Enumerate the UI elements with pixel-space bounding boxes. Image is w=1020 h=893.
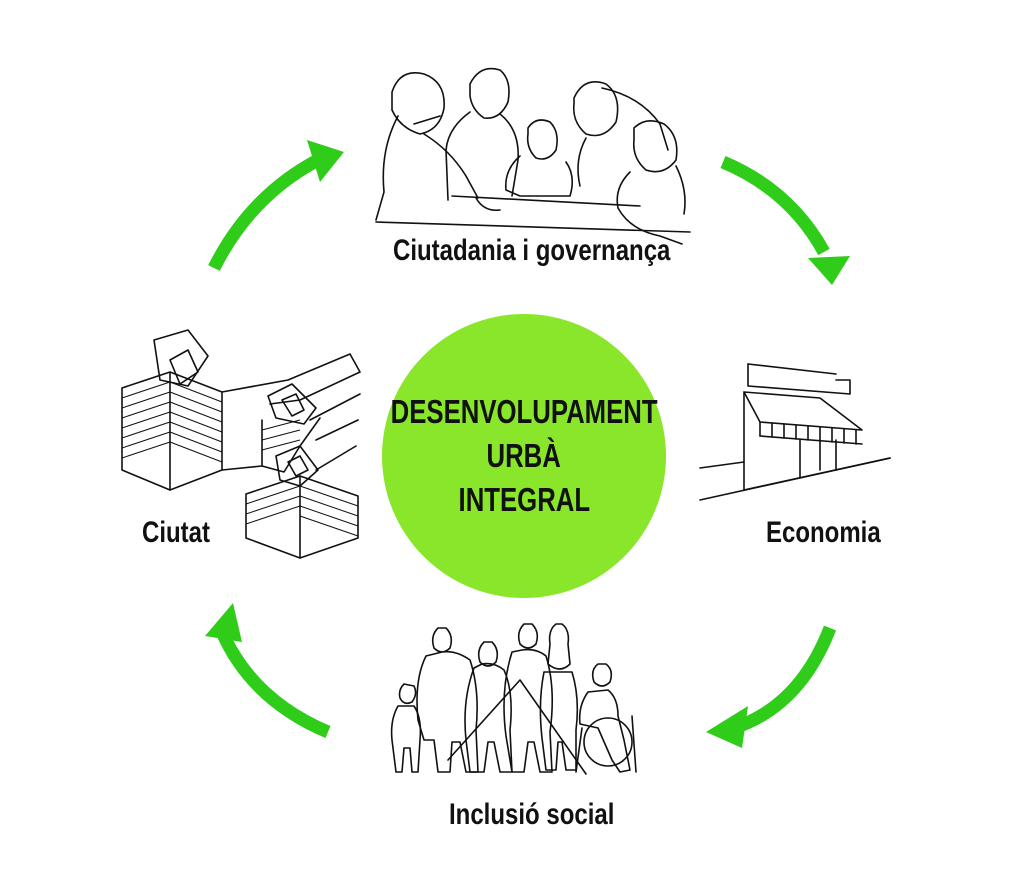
- node-label-right: Economia: [766, 516, 881, 549]
- node-label-left: Ciutat: [142, 516, 210, 549]
- people-at-table-icon: [375, 67, 691, 245]
- diverse-people-group-icon: [390, 623, 637, 775]
- arrow-top-to-right: [720, 156, 850, 285]
- isometric-buildings-icon: [121, 329, 361, 559]
- center-title-line-3: INTEGRAL: [458, 481, 590, 518]
- node-label-top: Ciutadania i governança: [393, 234, 671, 267]
- center-title-line-2: URBÀ: [486, 437, 562, 474]
- arrow-left-to-top: [208, 140, 344, 271]
- node-label-bottom: Inclusió social: [449, 798, 615, 831]
- storefront-awning-icon: [699, 363, 891, 501]
- arrow-bottom-to-left: [205, 603, 331, 738]
- arrow-right-to-bottom: [706, 625, 837, 748]
- center-title-line-1: DESENVOLUPAMENT: [390, 393, 658, 430]
- center-circle: DESENVOLUPAMENT URBÀ INTEGRAL: [382, 314, 666, 598]
